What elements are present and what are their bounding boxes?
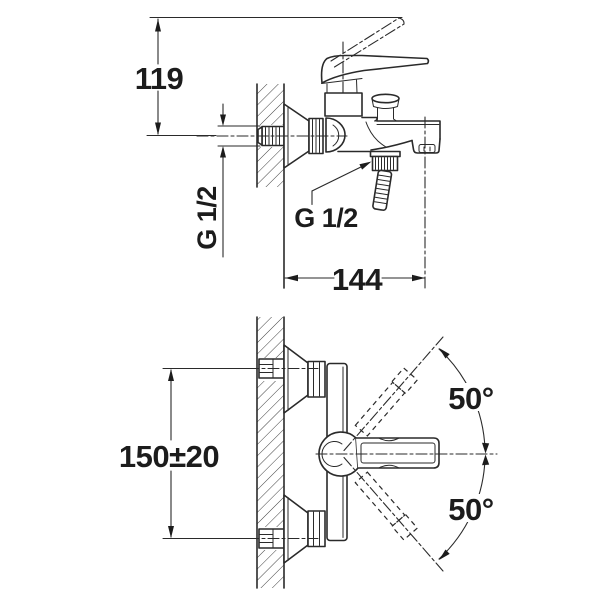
inlet-boss (325, 117, 346, 153)
label-spacing-150: 150±20 (119, 439, 219, 474)
label-inlet-thread: G 1/2 (192, 186, 222, 250)
angle-lower-50: 50° (438, 454, 494, 560)
angle-upper-50: 50° (438, 348, 494, 454)
side-view: 119 G 1/2 G 1/2 144 (135, 16, 441, 297)
wall-section-side (256, 83, 285, 289)
label-reach-144: 144 (332, 262, 383, 297)
dim-inlet-thread: G 1/2 (192, 103, 261, 258)
dim-spacing-150: 150±20 (119, 367, 253, 540)
label-shower-thread: G 1/2 (294, 203, 358, 233)
label-angle-lower: 50° (448, 492, 493, 527)
dim-height-119: 119 (135, 16, 403, 137)
diverter-knob (371, 93, 400, 122)
label-angle-upper: 50° (448, 381, 493, 416)
front-view-centerlines (247, 367, 498, 540)
label-height-119: 119 (135, 61, 184, 96)
handle-front (356, 437, 440, 469)
connection-upper (258, 344, 326, 414)
lever-raised-position (330, 17, 405, 68)
faucet-body-side (324, 92, 372, 153)
side-view-centerlines (196, 41, 426, 289)
spout (361, 116, 441, 154)
dim-reach-144: 144 (284, 262, 426, 297)
aerator (418, 144, 436, 153)
connection-lower (258, 494, 326, 564)
handle-swing-lower (343, 456, 444, 572)
handle-swing-upper (343, 336, 444, 452)
shower-hose-connector (369, 150, 401, 211)
threaded-nipple (372, 169, 393, 211)
front-view: 150±20 50° 50° (119, 316, 498, 589)
lever-handle (320, 54, 430, 94)
label-shower-thread-leader: G 1/2 (294, 161, 372, 233)
wall-section-front (256, 316, 285, 589)
